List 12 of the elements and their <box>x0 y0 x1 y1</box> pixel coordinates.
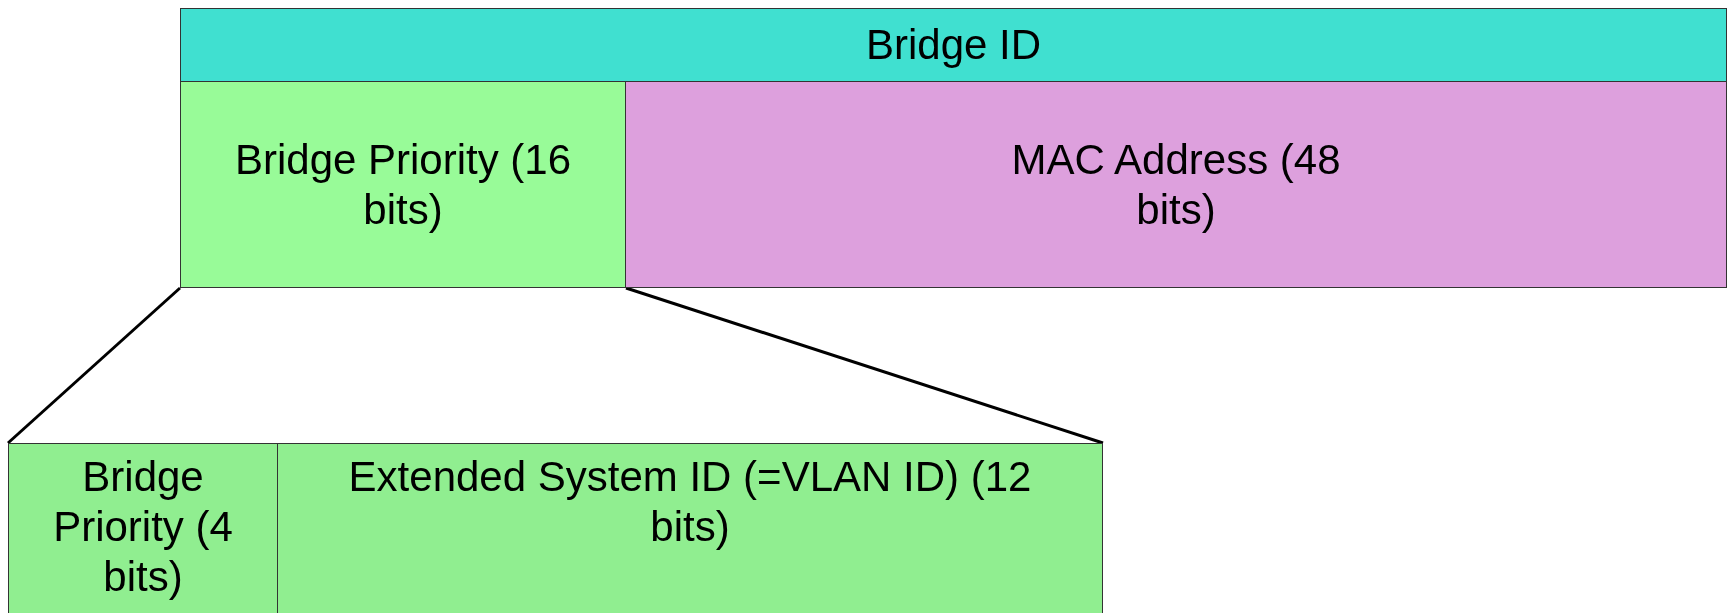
expansion-line <box>7 286 181 445</box>
expansion-line <box>625 286 1104 445</box>
field-label: Bridge ID <box>865 20 1042 70</box>
header-field <box>180 8 1727 82</box>
bit-field <box>180 81 626 288</box>
field-label: MAC Address (48 bits) <box>1010 134 1342 235</box>
bit-field <box>277 443 1103 613</box>
field-label: Extended System ID (=VLAN ID) (12 bits) <box>347 452 1033 552</box>
bit-field <box>625 81 1727 288</box>
field-label: Bridge Priority (16 bits) <box>233 134 573 235</box>
bit-field <box>8 443 278 613</box>
field-label: Bridge Priority (4 bits) <box>52 452 234 602</box>
